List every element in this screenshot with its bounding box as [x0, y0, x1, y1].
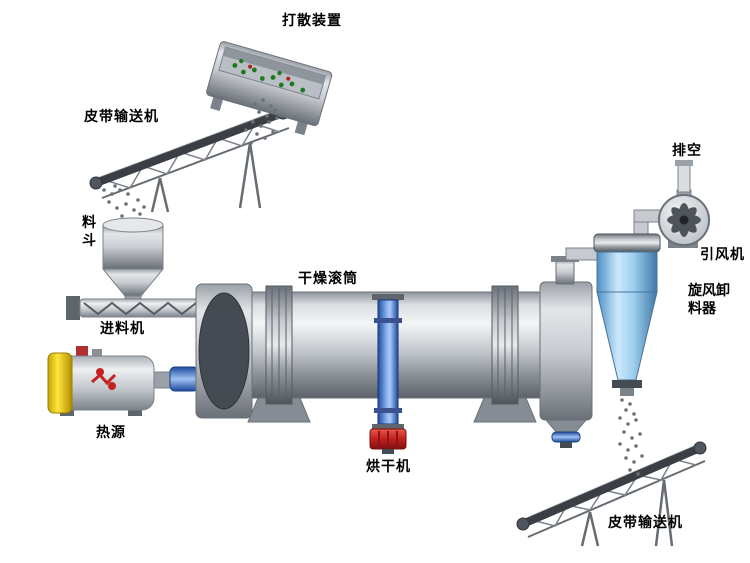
belt-conveyor-bottom — [516, 441, 707, 547]
label-exhaust: 排空 — [672, 142, 702, 158]
riding-ring-left — [265, 285, 293, 405]
label-feeder: 进料机 — [100, 320, 145, 336]
heat-source — [47, 346, 199, 416]
hopper — [101, 217, 165, 307]
exhaust-pipe — [675, 160, 693, 193]
label-drying-drum: 干燥滚筒 — [298, 270, 358, 286]
label-heat-source: 热源 — [96, 424, 126, 440]
label-belt-conveyor-top: 皮带输送机 — [84, 108, 159, 124]
label-induced-draft-fan: 引风机 — [700, 246, 745, 262]
cyclone-discharger — [593, 209, 665, 396]
induced-draft-fan — [658, 189, 710, 248]
label-scatter-device: 打散装置 — [282, 12, 342, 28]
particle-stream-hopper — [102, 184, 148, 222]
label-dryer: 烘干机 — [366, 458, 411, 474]
label-hopper: 料斗 — [82, 214, 96, 248]
particle-stream-bottom — [618, 398, 644, 476]
material-dots-green — [232, 58, 306, 93]
label-cyclone-discharger: 旋风卸料器 — [688, 282, 730, 316]
red-valve — [369, 428, 407, 454]
riding-ring-right — [491, 285, 519, 405]
dryer-pipe — [369, 294, 407, 454]
screw-feeder — [66, 296, 201, 320]
particle-stream-top — [244, 98, 279, 145]
burner-flame — [91, 368, 117, 390]
label-belt-conveyor-bottom: 皮带输送机 — [608, 514, 683, 530]
drying-drum — [195, 281, 593, 448]
scatter-device — [206, 41, 333, 136]
